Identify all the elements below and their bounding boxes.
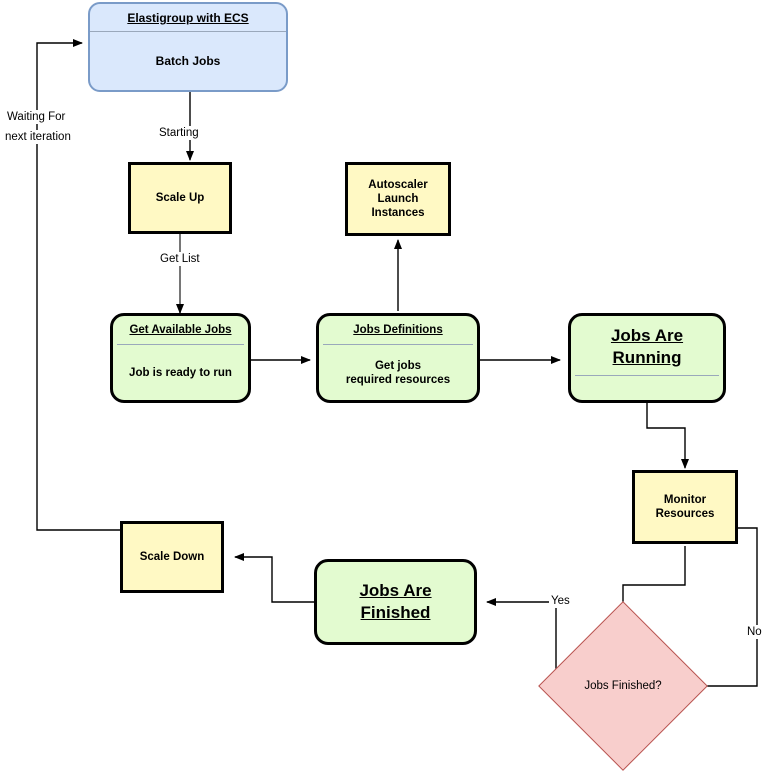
node-autoscaler-launch-instances[interactable]: Autoscaler Launch Instances	[345, 162, 451, 236]
jobs-are-running-title-line2: Running	[612, 348, 682, 367]
jobs-definitions-title: Jobs Definitions	[353, 324, 443, 336]
edge-jobsrunning-to-monitor	[646, 403, 689, 469]
jobs-definitions-body-line1: Get jobs	[374, 359, 421, 372]
node-jobs-are-finished[interactable]: Jobs Are Finished	[314, 559, 477, 645]
elastigroup-divider	[90, 31, 286, 32]
jobs-are-running-title: Jobs Are Running	[611, 316, 683, 369]
node-elastigroup-with-ecs[interactable]: Elastigroup with ECS Batch Jobs	[88, 2, 288, 92]
node-monitor-resources[interactable]: Monitor Resources	[632, 470, 738, 544]
edge-decision-yes-to-jobsfinished	[486, 598, 557, 686]
jobs-definitions-body-line2: required resources	[345, 373, 451, 386]
monitor-resources-line2: Resources	[655, 508, 715, 520]
node-get-available-jobs[interactable]: Get Available Jobs Job is ready to run	[110, 313, 251, 403]
jobs-definitions-body: Get jobs required resources	[319, 345, 477, 400]
jobs-are-finished-title-line1: Jobs Are	[359, 581, 432, 600]
jobs-are-finished-title: Jobs Are Finished	[359, 580, 431, 624]
edge-jobsfinished-to-scaledown	[234, 553, 314, 603]
jobs-are-running-body	[571, 376, 723, 400]
edge-decision-no-to-monitor	[691, 524, 758, 687]
jobs-definitions-divider	[323, 344, 473, 345]
jobs-are-running-title-line1: Jobs Are	[610, 326, 684, 345]
get-available-jobs-divider	[117, 344, 244, 345]
autoscaler-line3: Instances	[371, 207, 425, 219]
elastigroup-title: Elastigroup with ECS	[127, 11, 249, 25]
flowchart-canvas: Starting Get List Yes No Waiting For nex…	[3, 2, 764, 771]
scale-up-label: Scale Up	[155, 192, 205, 204]
jobs-are-finished-title-line2: Finished	[360, 603, 431, 622]
decision-label: Jobs Finished?	[584, 680, 662, 692]
edge-label-waiting-line2: next iteration	[3, 130, 73, 144]
edge-label-yes: Yes	[549, 594, 572, 608]
edge-label-starting: Starting	[157, 126, 201, 140]
node-scale-up[interactable]: Scale Up	[128, 162, 232, 234]
node-jobs-finished-decision[interactable]: Jobs Finished?	[538, 601, 708, 771]
edge-label-get-list: Get List	[158, 252, 202, 266]
node-jobs-are-running[interactable]: Jobs Are Running	[568, 313, 726, 403]
scale-down-label: Scale Down	[139, 551, 205, 563]
edge-label-waiting-line1: Waiting For	[5, 110, 68, 124]
edge-scaledown-to-elastigroup	[36, 39, 120, 531]
node-jobs-definitions[interactable]: Jobs Definitions Get jobs required resou…	[316, 313, 480, 403]
get-available-jobs-title: Get Available Jobs	[129, 324, 232, 336]
edge-label-no: No	[745, 625, 764, 639]
autoscaler-line2: Launch	[377, 193, 419, 205]
elastigroup-body: Batch Jobs	[155, 54, 221, 68]
get-available-jobs-body: Job is ready to run	[129, 366, 232, 379]
autoscaler-line1: Autoscaler	[368, 179, 428, 191]
monitor-resources-line1: Monitor	[663, 494, 707, 506]
jobs-are-running-divider	[575, 375, 719, 376]
node-scale-down[interactable]: Scale Down	[120, 521, 224, 593]
